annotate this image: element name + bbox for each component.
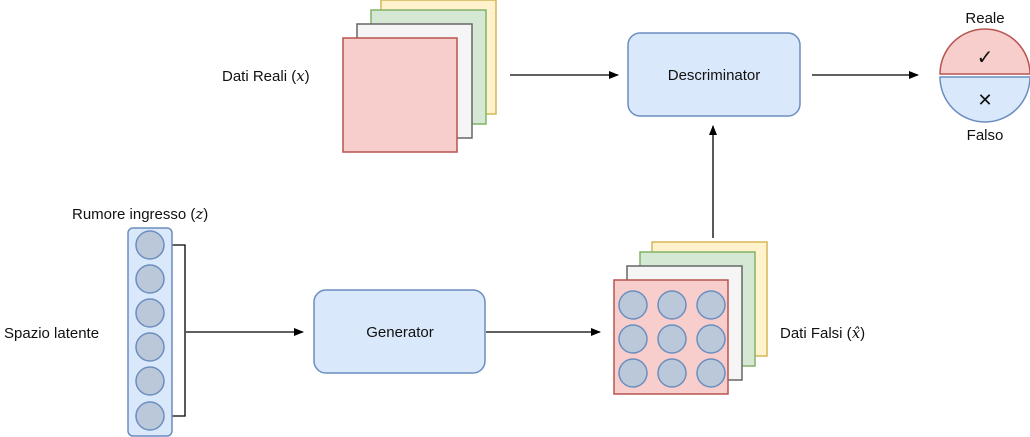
neuron <box>618 290 648 320</box>
generator-label: Generator <box>366 324 434 341</box>
fake-half <box>939 76 1030 123</box>
neuron <box>618 324 648 354</box>
neuron <box>135 264 165 294</box>
neuron <box>696 358 726 388</box>
fake-label: Falso <box>967 127 1004 144</box>
fake-data-label: Dati Falsi (x̂) <box>780 324 865 342</box>
neuron <box>618 358 648 388</box>
latent-space-label: Spazio latente <box>4 325 99 342</box>
neuron <box>135 298 165 328</box>
generator-box <box>313 289 486 374</box>
neuron <box>135 401 165 431</box>
neuron <box>696 290 726 320</box>
neuron <box>135 366 165 396</box>
neuron <box>696 324 726 354</box>
cross-icon: ✕ <box>977 90 992 110</box>
neuron <box>135 230 165 260</box>
real-half <box>939 28 1030 75</box>
real-data-stack <box>342 0 497 153</box>
neuron <box>657 358 687 388</box>
discriminator-box <box>627 32 801 117</box>
noise-label: Rumore ingresso (z) <box>72 205 208 223</box>
fake-data-stack <box>613 241 768 395</box>
real-label: Reale <box>965 10 1004 27</box>
latent-bracket <box>172 244 186 417</box>
discriminator-label: Descriminator <box>668 67 761 84</box>
neuron <box>657 290 687 320</box>
real-data-label: Dati Reali (x) <box>222 67 310 85</box>
latent-neurons <box>135 230 165 431</box>
output-classifier: ✓ ✕ <box>939 28 1030 123</box>
check-icon: ✓ <box>977 47 994 69</box>
neuron <box>135 332 165 362</box>
fake-neurons <box>618 290 726 388</box>
neuron <box>657 324 687 354</box>
